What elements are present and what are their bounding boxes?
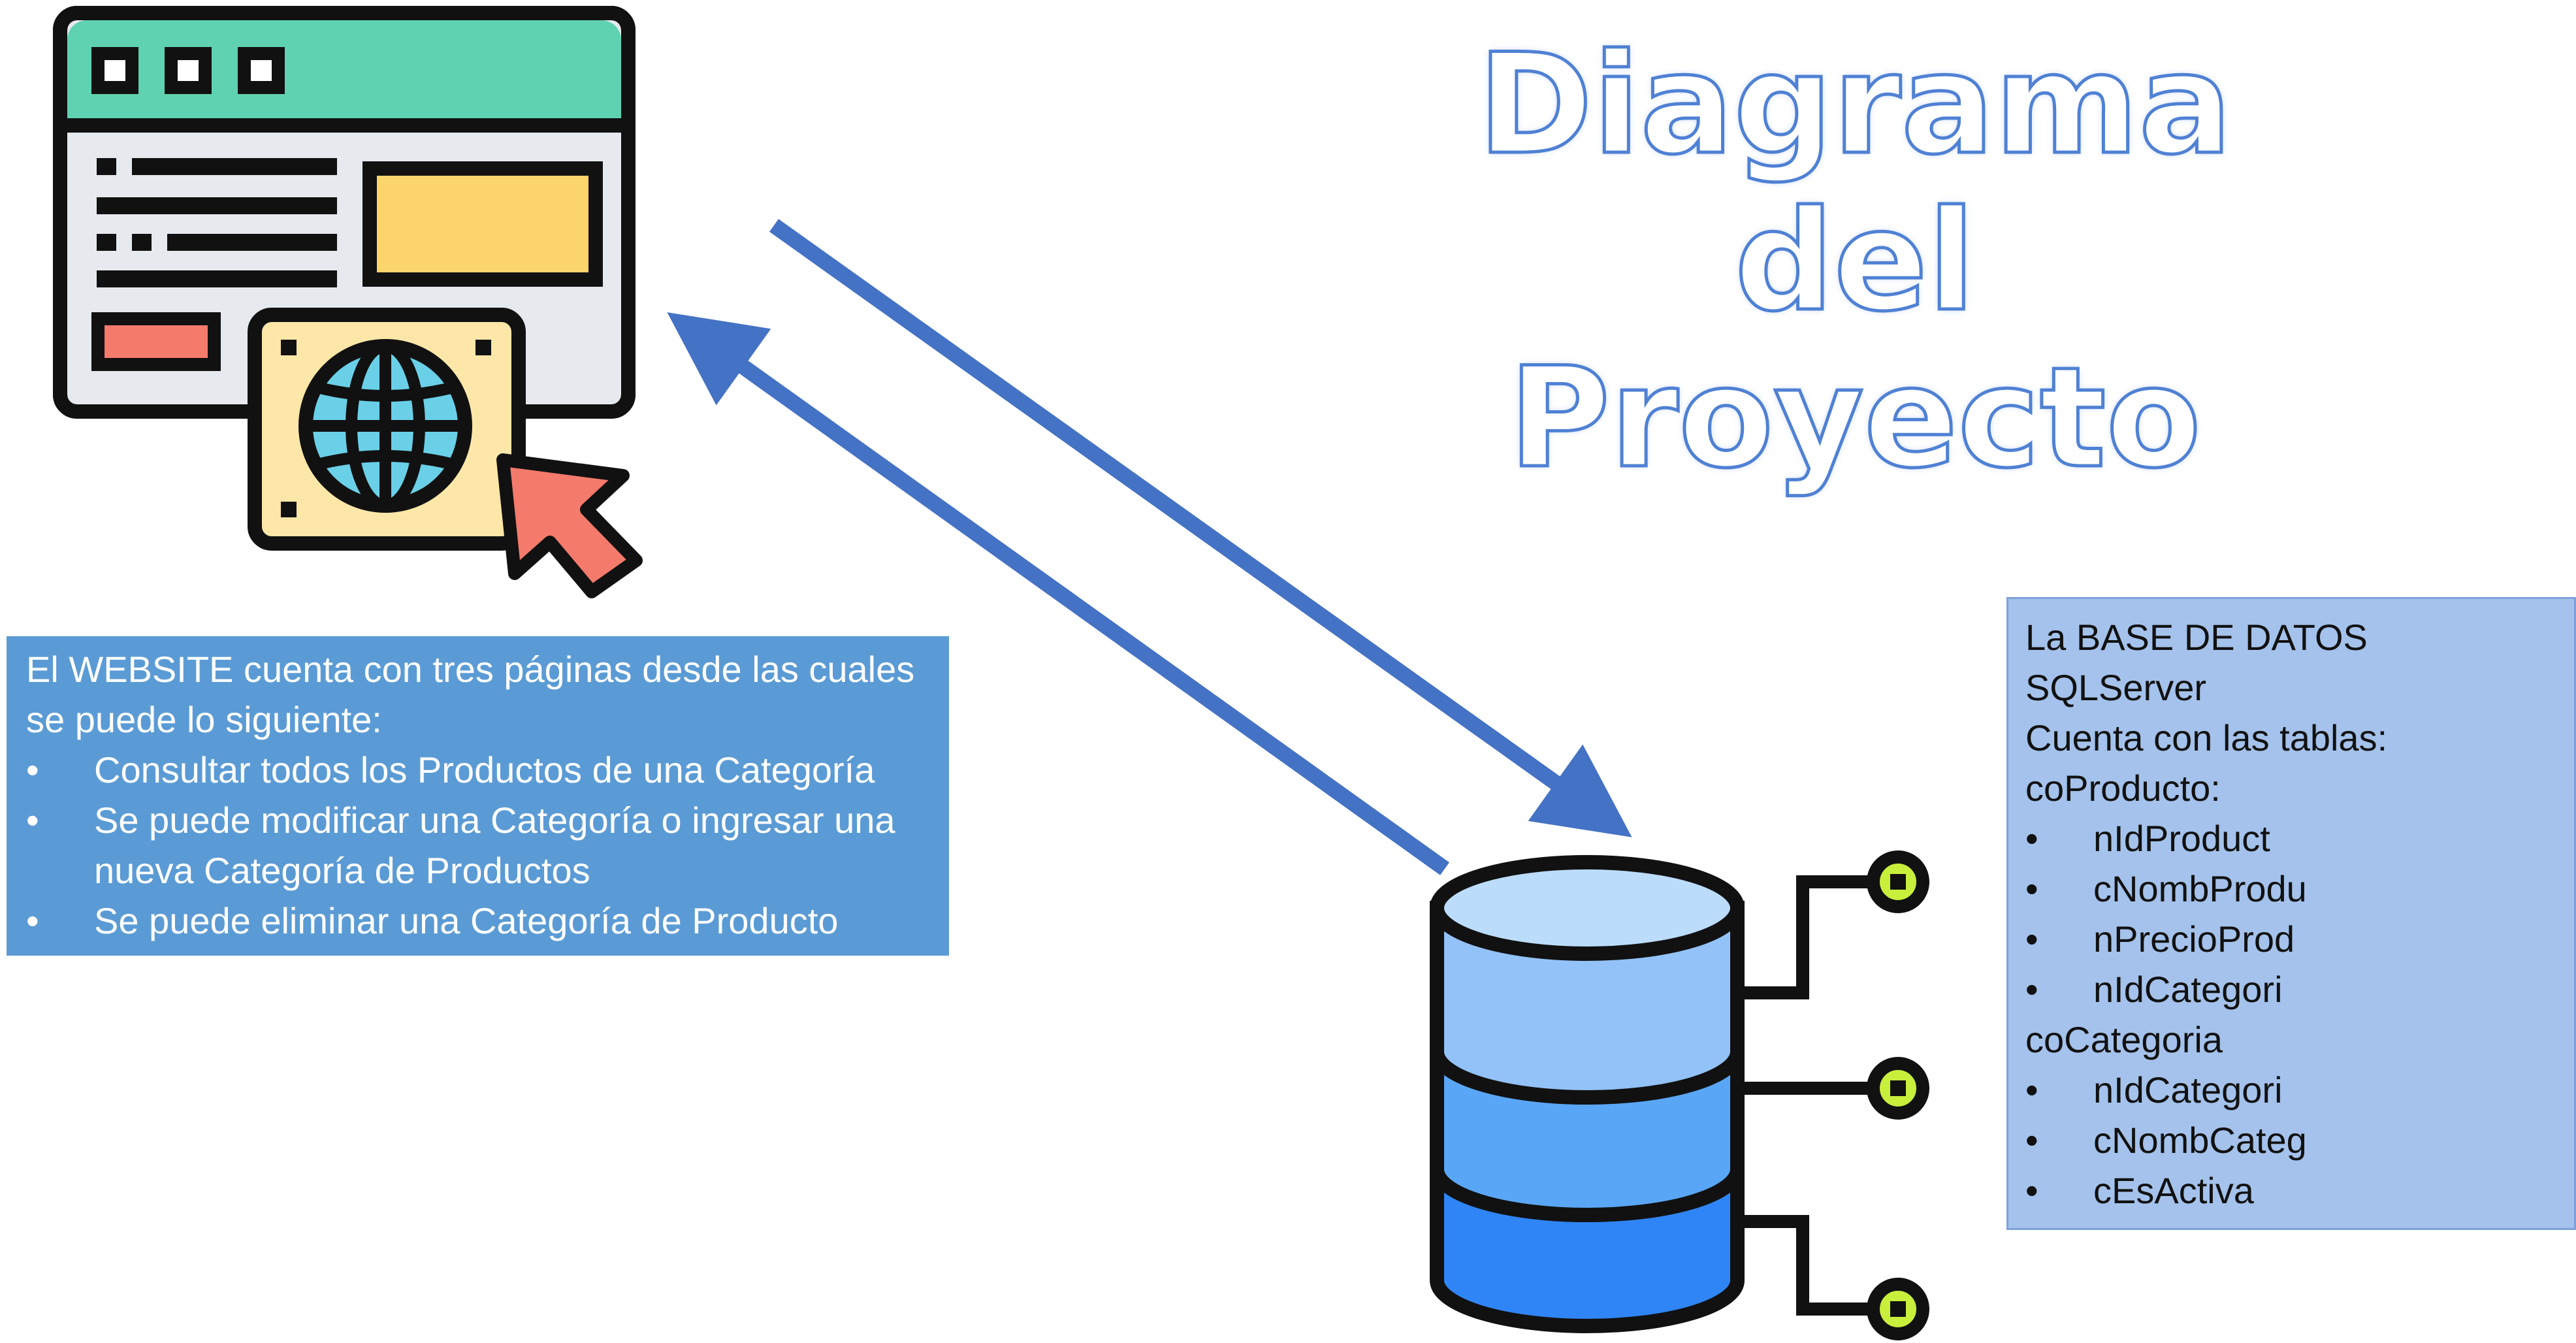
table-name: coCategoria bbox=[2025, 1019, 2223, 1060]
connector-node-icon bbox=[1867, 1278, 1929, 1340]
table-field-item: nIdProduct bbox=[2025, 813, 2557, 864]
website-feature-list: Consultar todos los Productos de una Cat… bbox=[26, 745, 929, 946]
table-field-item: nPrecioProd bbox=[2025, 914, 2557, 964]
table-field-item: nIdCategori bbox=[2025, 1065, 2557, 1115]
table-field-list: nIdProduct cNombProdu nPrecioProd nIdCat… bbox=[2025, 813, 2557, 1014]
response-arrow bbox=[667, 312, 1449, 875]
table-field-item: cNombProdu bbox=[2025, 864, 2557, 914]
website-browser-icon bbox=[53, 6, 643, 598]
diagram-title-line-1: Diagrama del bbox=[1476, 24, 2234, 342]
website-feature-item: Se puede eliminar una Categoría de Produ… bbox=[26, 896, 929, 946]
website-description-intro: El WEBSITE cuenta con tres páginas desde… bbox=[26, 649, 915, 740]
diagram-title: Diagrama del Proyecto bbox=[1372, 24, 2338, 498]
website-feature-item: Se puede modificar una Categoría o ingre… bbox=[26, 795, 929, 896]
table-field-item: nIdCategori bbox=[2025, 964, 2557, 1014]
table-name: coProducto: bbox=[2025, 768, 2221, 809]
connector-node-icon bbox=[1867, 1057, 1929, 1120]
request-arrow bbox=[769, 219, 1632, 837]
table-field-item: cNombCateg bbox=[2025, 1115, 2557, 1165]
connector-node-icon bbox=[1867, 850, 1929, 913]
website-description-box: El WEBSITE cuenta con tres páginas desde… bbox=[7, 636, 949, 956]
table-field-item: cEsActiva bbox=[2025, 1165, 2557, 1216]
database-heading: La BASE DE DATOS SQLServer bbox=[2025, 617, 2368, 708]
globe-icon bbox=[298, 339, 472, 513]
diagram-title-line-2: Proyecto bbox=[1507, 337, 2202, 498]
website-feature-item: Consultar todos los Productos de una Cat… bbox=[26, 745, 929, 795]
cursor-icon bbox=[496, 453, 643, 598]
table-field-list: nIdCategori cNombCateg cEsActiva bbox=[2025, 1065, 2557, 1216]
database-description-box: La BASE DE DATOS SQLServer Cuenta con la… bbox=[2006, 597, 2576, 1230]
database-subheading: Cuenta con las tablas: bbox=[2025, 717, 2388, 758]
